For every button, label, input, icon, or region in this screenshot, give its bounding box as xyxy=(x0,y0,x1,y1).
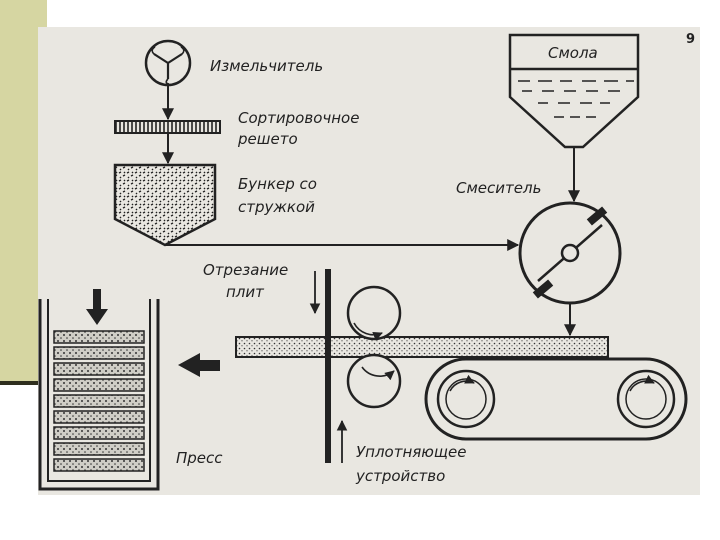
label-cutting-line1: Отрезание xyxy=(203,261,288,279)
label-compactor-line2: устройство xyxy=(355,467,445,485)
label-chipper: Измельчитель xyxy=(210,57,323,75)
label-sieve-line1: Сортировочное xyxy=(238,109,359,127)
label-mixer: Смеситель xyxy=(456,179,541,197)
label-press: Пресс xyxy=(176,449,223,467)
resin-tank-symbol xyxy=(508,33,640,149)
press-symbol xyxy=(38,289,160,491)
compactor-rollers xyxy=(346,285,402,409)
slide-decoration-rule xyxy=(0,381,47,385)
conveyor-belt xyxy=(424,357,688,441)
production-scheme-diagram: 9 Измельчитель Сортировочное решето Бунк… xyxy=(38,32,695,491)
arrow-to-press xyxy=(178,353,220,377)
page-number: 9 xyxy=(686,32,695,47)
particle-mat xyxy=(235,336,609,358)
mixer-symbol xyxy=(518,201,622,305)
bunker-symbol xyxy=(113,163,217,247)
label-cutting-line2: плит xyxy=(226,283,265,301)
cutting-knife xyxy=(325,269,331,463)
sieve-symbol xyxy=(114,120,221,134)
label-bunker-line1: Бункер со xyxy=(238,175,317,193)
label-compactor-line1: Уплотняющее xyxy=(356,443,467,461)
label-sieve-line2: решето xyxy=(237,130,298,148)
label-bunker-line2: стружкой xyxy=(238,198,315,216)
chipper-symbol xyxy=(144,39,192,87)
label-resin: Смола xyxy=(548,44,598,62)
